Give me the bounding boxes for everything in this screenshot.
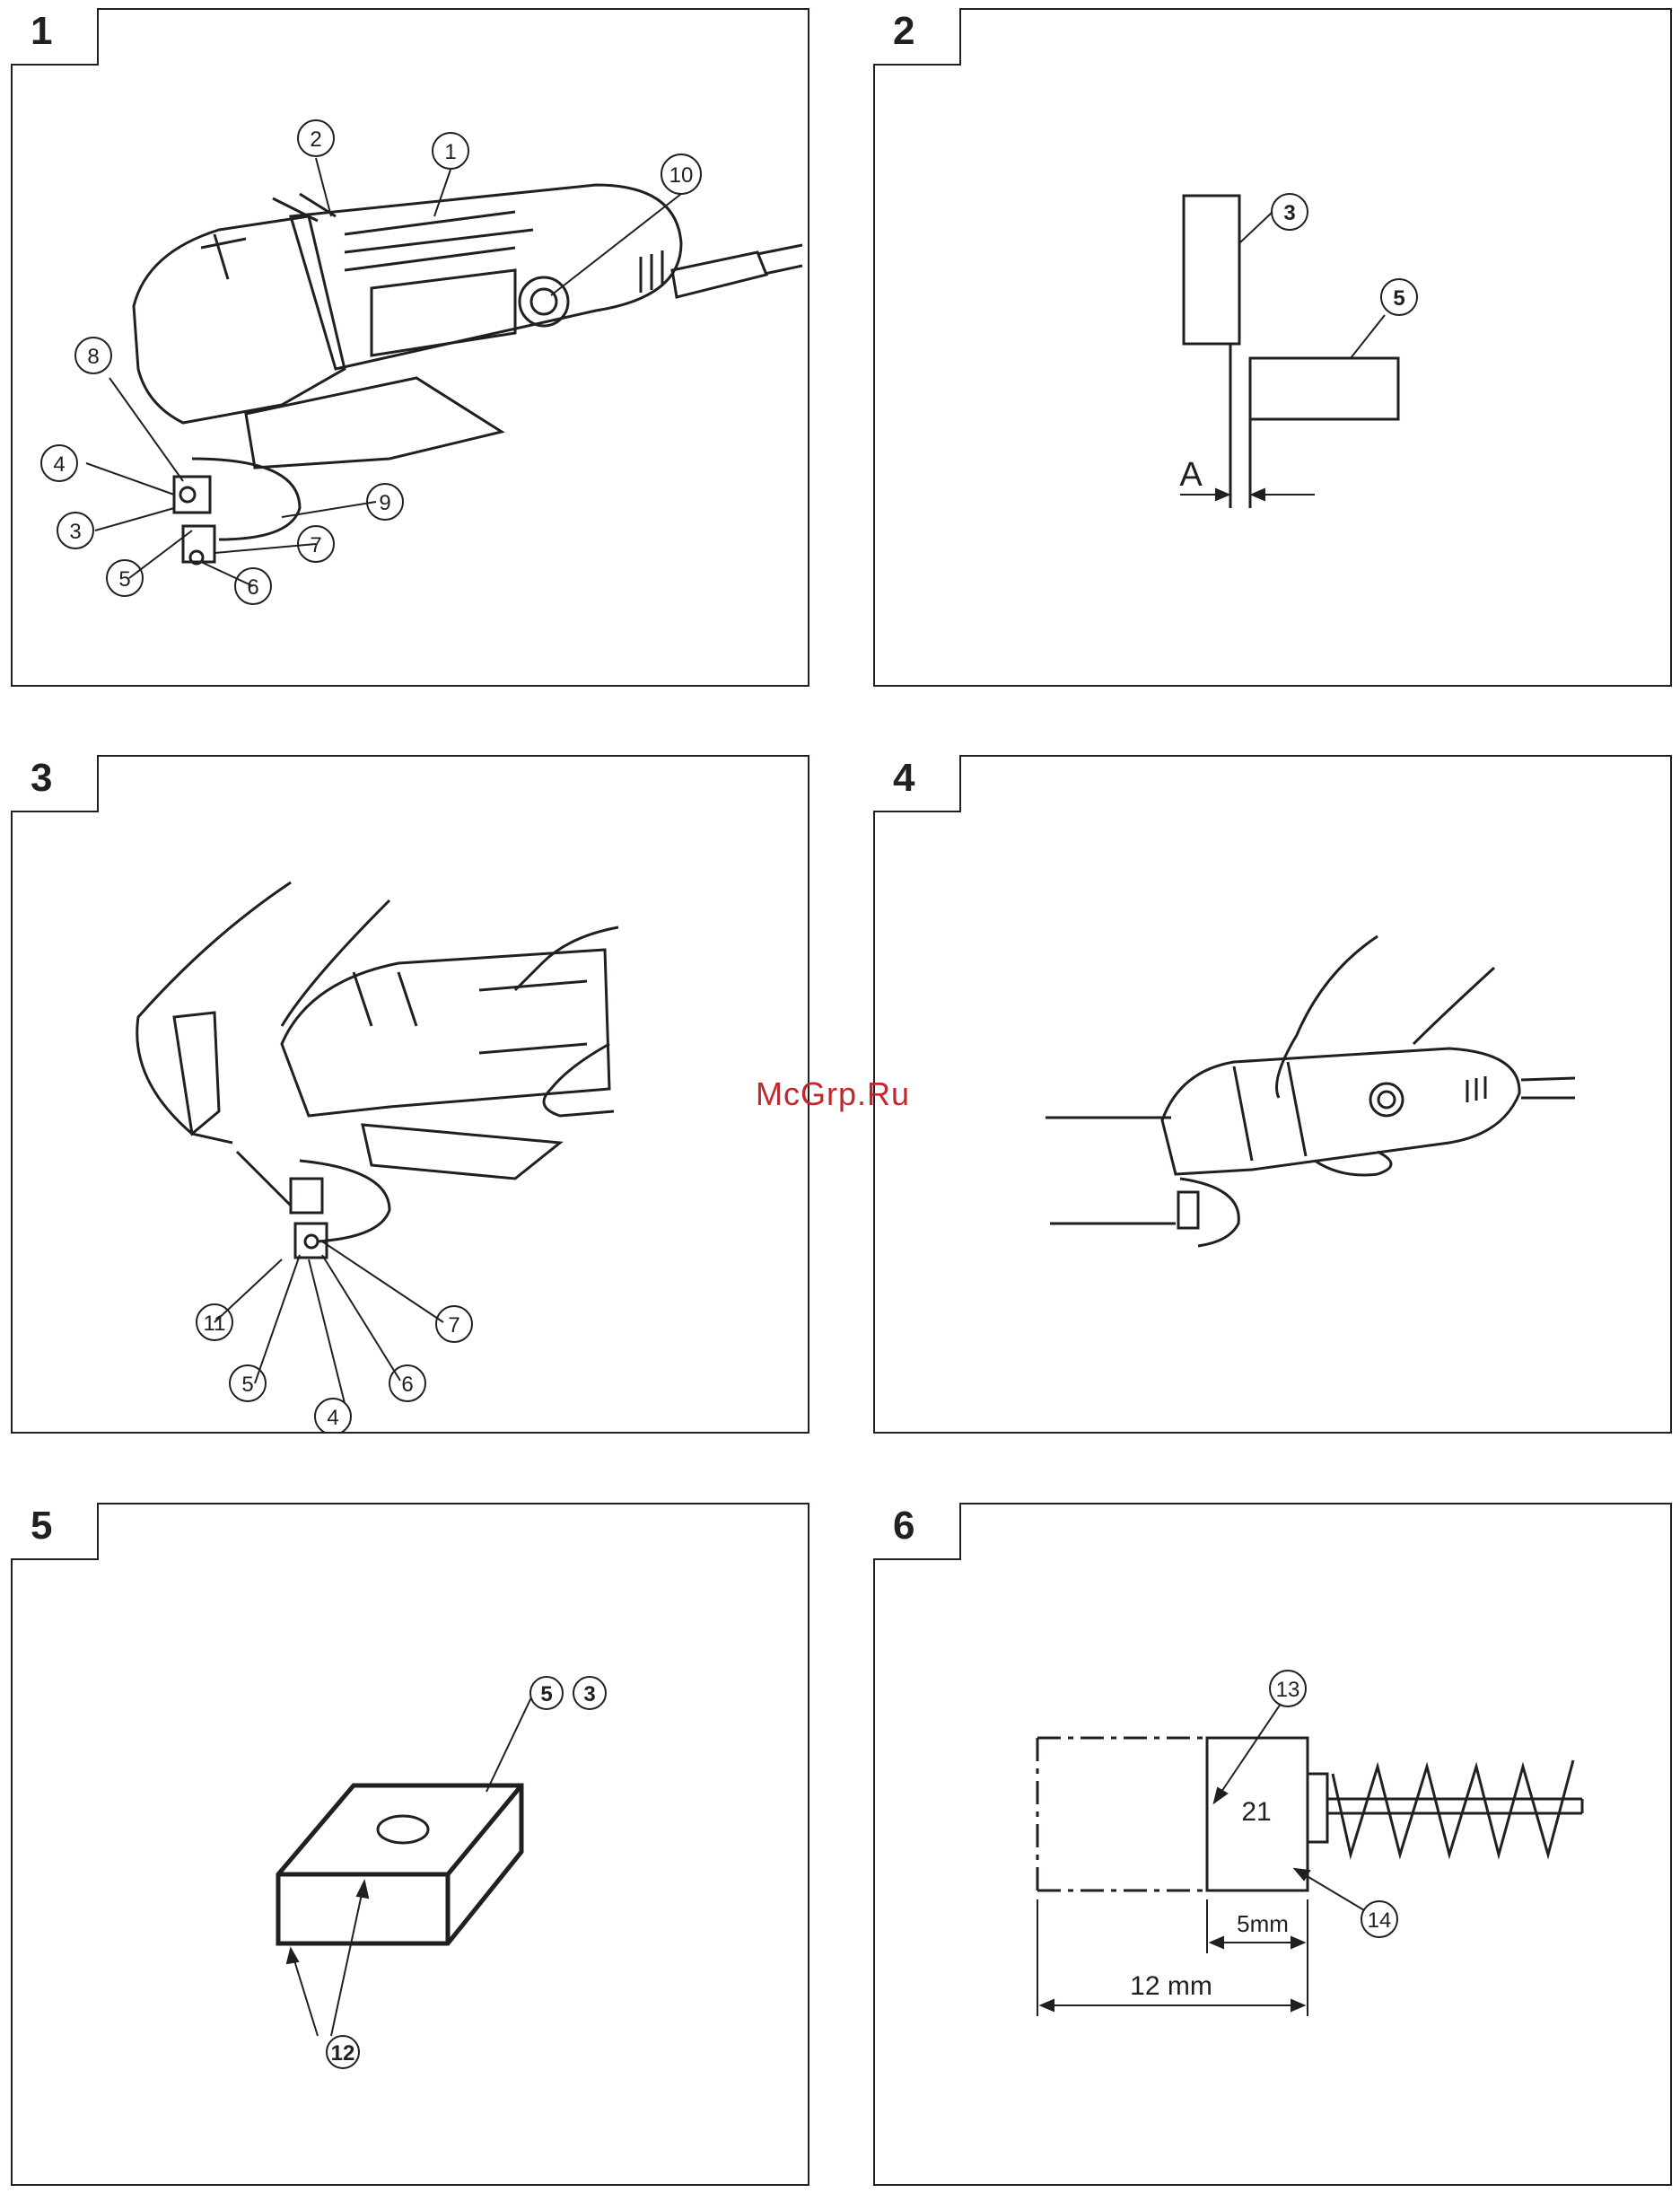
brush-mark: 21 <box>1241 1797 1271 1827</box>
watermark: McGrp.Ru <box>756 1075 910 1113</box>
upper-blade <box>1184 196 1239 344</box>
figure-panel-2: 2 3 5 A <box>873 8 1672 687</box>
figure-panel-1: 1 <box>11 8 809 687</box>
callout-5: 5 <box>1393 286 1404 311</box>
callout-10: 10 <box>669 163 694 188</box>
callout-3: 3 <box>69 520 81 544</box>
callout-13: 13 <box>1276 1678 1300 1702</box>
callout-1: 1 <box>444 140 456 164</box>
callout-3: 3 <box>1283 201 1295 225</box>
holding-tool-illustration <box>875 757 1670 1432</box>
callout-11: 11 <box>204 1311 226 1336</box>
grinder-shear-illustration: 2 1 10 8 4 3 5 9 7 6 <box>13 10 808 685</box>
callout-14: 14 <box>1368 1908 1392 1933</box>
blade-gap-diagram: 3 5 A <box>875 10 1670 685</box>
dimension-5mm: 5mm <box>1237 1910 1289 1937</box>
figure-panel-4: 4 <box>873 755 1672 1434</box>
callout-7: 7 <box>310 533 321 557</box>
callout-5: 5 <box>118 567 130 592</box>
figure-panel-6: 6 13 14 21 5mm 1 <box>873 1503 1672 2186</box>
callout-9: 9 <box>379 491 390 515</box>
callout-8: 8 <box>87 345 99 369</box>
callout-4: 4 <box>327 1406 338 1430</box>
callout-6: 6 <box>247 575 258 600</box>
figure-panel-3: 3 11 5 4 <box>11 755 809 1434</box>
gap-label: A <box>1179 456 1203 494</box>
callout-12: 12 <box>331 2041 355 2066</box>
callout-5: 5 <box>241 1373 253 1397</box>
callout-5: 5 <box>540 1682 552 1706</box>
figure-panel-5: 5 5 3 12 <box>11 1503 809 2186</box>
callout-7: 7 <box>448 1313 459 1338</box>
callout-6: 6 <box>401 1373 413 1397</box>
cutting-operation-illustration: 11 5 4 7 6 <box>13 757 808 1432</box>
callout-3: 3 <box>583 1682 595 1706</box>
carbon-brush-diagram: 13 14 21 5mm 12 mm <box>875 1504 1670 2184</box>
lower-blade <box>1250 358 1398 419</box>
dimension-12mm: 12 mm <box>1130 1971 1212 2001</box>
callout-2: 2 <box>310 127 321 152</box>
blade-block-diagram: 5 3 12 <box>13 1504 808 2184</box>
callout-4: 4 <box>53 452 65 477</box>
